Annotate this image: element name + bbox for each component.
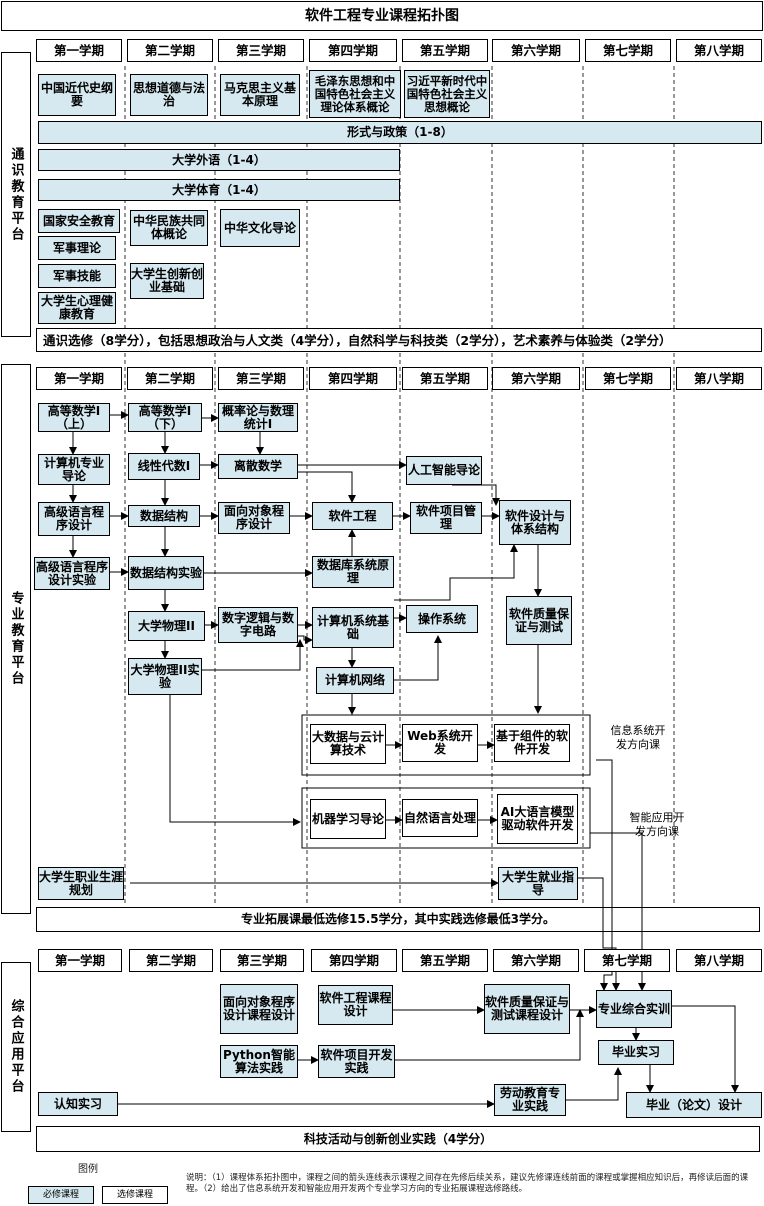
direction-intelligent-apps: 智能应用开发方向课	[629, 811, 685, 838]
course-project-practice: 软件项目开发实践	[318, 1045, 395, 1078]
course-project-management: 软件项目管理	[410, 502, 482, 534]
semester-header: 第二学期	[129, 949, 213, 972]
diagram-note: 说明：（1）课程体系拓扑图中，课程之间的箭头连线表示课程之间存在先修后续关系，建…	[186, 1173, 749, 1194]
course-chinese-culture: 中华文化导论	[220, 209, 300, 247]
semester-header: 第四学期	[309, 39, 397, 62]
course-computer-network: 计算机网络	[316, 667, 394, 694]
semester-header: 第五学期	[402, 39, 488, 62]
course-software-engineering: 软件工程	[312, 502, 393, 530]
course-data-structures-lab: 数据结构实验	[128, 556, 204, 590]
course-military-theory: 军事理论	[38, 236, 116, 260]
course-programming: 高级语言程序设计	[38, 502, 110, 536]
course-graduation-internship: 毕业实习	[598, 1040, 674, 1065]
course-python-algorithms: Python智能算法实践	[220, 1045, 298, 1078]
course-nation-community: 中华民族共同体概论	[130, 210, 208, 246]
page-title: 软件工程专业课程拓扑图	[1, 1, 763, 31]
course-web-development: Web系统开发	[402, 724, 478, 762]
course-se-design-project: 软件工程课程设计	[318, 985, 393, 1025]
semester-header: 第三学期	[218, 39, 304, 62]
semester-header: 第一学期	[36, 367, 122, 390]
course-qa-design-project: 软件质量保证与测试课程设计	[484, 984, 570, 1034]
semester-header: 第八学期	[676, 949, 762, 972]
course-labor-practice: 劳动教育专业实践	[494, 1084, 566, 1116]
course-english: 大学外语（1-4）	[38, 149, 400, 171]
course-discrete-math: 离散数学	[218, 454, 298, 479]
course-cognitive-internship: 认知实习	[38, 1092, 118, 1116]
semester-header: 第八学期	[676, 367, 762, 390]
course-nlp: 自然语言处理	[402, 799, 478, 837]
course-bigdata-cloud: 大数据与云计算技术	[310, 724, 386, 764]
course-pe: 大学体育（1-4）	[38, 179, 400, 201]
course-data-structures: 数据结构	[128, 505, 200, 527]
course-employment-guidance: 大学生就业指导	[498, 867, 578, 900]
semester-header: 第三学期	[220, 949, 304, 972]
course-programming-lab: 高级语言程序设计实验	[34, 557, 110, 590]
semester-header: 第四学期	[309, 367, 397, 390]
course-national-security: 国家安全教育	[38, 209, 120, 233]
legend-elective: 选修课程	[102, 1186, 168, 1204]
course-mental-health: 大学生心理健康教育	[38, 292, 116, 324]
course-operating-systems: 操作系统	[406, 605, 478, 633]
course-llm-driven-development: AI大语言模型驱动软件开发	[497, 794, 578, 844]
semester-header: 第二学期	[127, 39, 213, 62]
semester-header: 第六学期	[492, 39, 580, 62]
course-software-architecture: 软件设计与体系结构	[499, 500, 571, 545]
platform-general: 通识教育平台	[1, 52, 31, 337]
course-cs-intro: 计算机专业导论	[38, 454, 110, 485]
semester-header: 第七学期	[585, 367, 671, 390]
semester-header: 第一学期	[36, 39, 122, 62]
course-database: 数据库系统原理	[312, 556, 394, 588]
course-probability: 概率论与数理统计I	[218, 403, 298, 432]
course-oop: 面向对象程序设计	[218, 502, 290, 534]
course-linear-algebra: 线性代数I	[128, 453, 200, 480]
course-career-planning: 大学生职业生涯规划	[38, 867, 124, 900]
semester-header: 第一学期	[38, 949, 122, 972]
legend-required: 必修课程	[28, 1186, 94, 1204]
semester-header: 第三学期	[218, 367, 304, 390]
course-comprehensive-training: 专业综合实训	[596, 990, 672, 1028]
course-calculus-1a: 高等数学I（上）	[38, 403, 110, 432]
semester-header: 第七学期	[584, 949, 670, 972]
direction-info-systems: 信息系统开发方向课	[610, 724, 666, 751]
platform-integrated: 综合应用平台	[1, 962, 31, 1132]
course-mao-thought: 毛泽东思想和中国特色社会主义理论体系概论	[309, 70, 401, 118]
semester-header: 第八学期	[676, 39, 762, 62]
semester-header: 第六学期	[492, 367, 580, 390]
course-calculus-1b: 高等数学I（下）	[128, 403, 202, 432]
course-physics-2-lab: 大学物理II实验	[128, 658, 202, 695]
sci-innovation-practice: 科技活动与创新创业实践（4学分）	[36, 1126, 760, 1152]
course-component-development: 基于组件的软件开发	[494, 724, 570, 762]
legend-title: 图例	[78, 1164, 98, 1175]
semester-header: 第七学期	[585, 39, 671, 62]
course-military-skill: 军事技能	[38, 264, 116, 288]
semester-header: 第四学期	[311, 949, 397, 972]
semester-header: 第二学期	[127, 367, 213, 390]
course-graduation-thesis: 毕业（论文）设计	[626, 1092, 762, 1118]
course-policy: 形式与政策（1-8）	[38, 121, 762, 144]
course-xi-thought: 习近平新时代中国特色社会主义思想概论	[404, 70, 490, 118]
course-modern-history: 中国近代史纲要	[38, 74, 116, 116]
semester-header: 第五学期	[402, 367, 488, 390]
course-innovation-basics: 大学生创新创业基础	[130, 263, 204, 299]
semester-header: 第六学期	[493, 949, 579, 972]
course-ai-intro: 人工智能导论	[406, 456, 482, 485]
course-computer-systems: 计算机系统基础	[312, 607, 394, 648]
platform-major: 专业教育平台	[1, 364, 31, 914]
course-physics-2: 大学物理II	[128, 611, 205, 641]
general-electives-note: 通识选修（8学分），包括思想政治与人文类（4学分），自然科学与科技类（2学分），…	[36, 328, 762, 352]
semester-header: 第五学期	[402, 949, 488, 972]
course-software-quality: 软件质量保证与测试	[506, 596, 572, 645]
course-digital-logic: 数字逻辑与数字电路	[218, 607, 298, 643]
course-machine-learning: 机器学习导论	[310, 799, 386, 839]
extension-requirement: 专业拓展课最低选修15.5学分，其中实践选修最低3学分。	[36, 907, 760, 932]
course-oop-design-project: 面向对象程序设计课程设计	[220, 984, 298, 1034]
course-marxism: 马克思主义基本原理	[220, 74, 300, 116]
course-morality-law: 思想道德与法治	[130, 74, 208, 116]
